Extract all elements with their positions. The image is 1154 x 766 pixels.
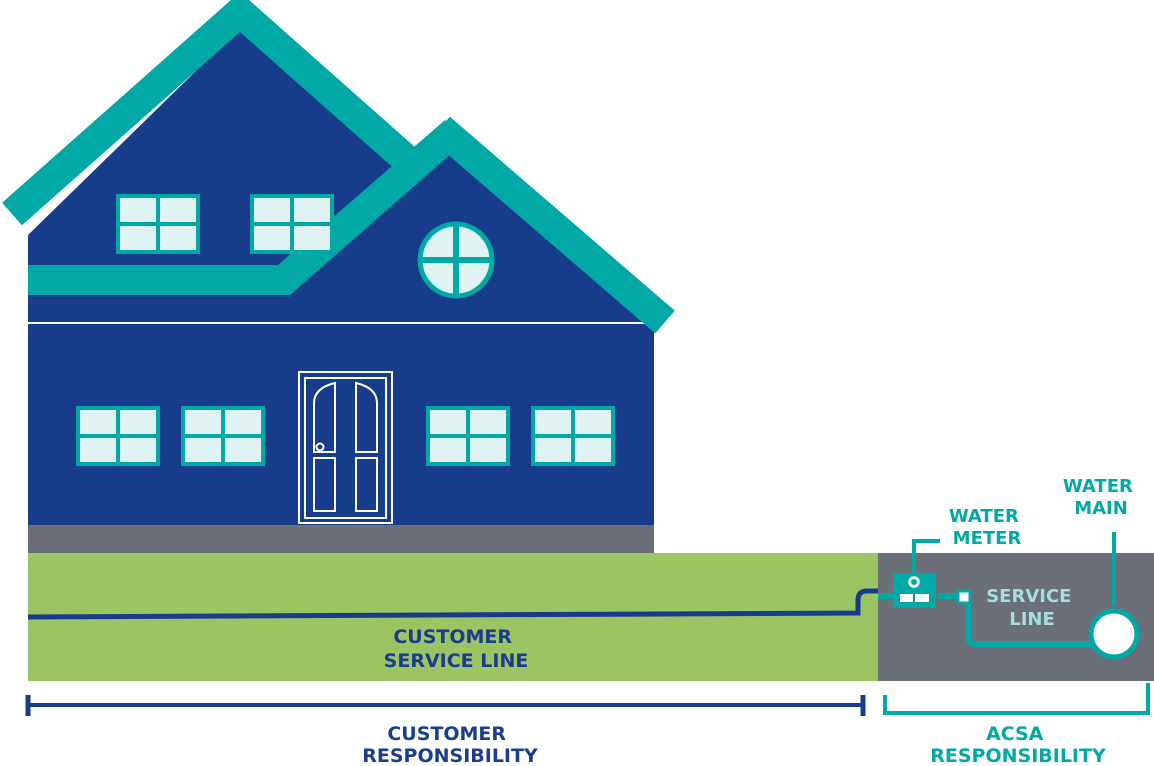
lower-window-4 bbox=[531, 406, 615, 466]
lower-window-3 bbox=[426, 406, 510, 466]
round-window bbox=[417, 221, 495, 299]
eave-band bbox=[28, 120, 467, 295]
main-roof bbox=[2, 0, 426, 226]
house bbox=[2, 0, 675, 525]
front-door bbox=[298, 371, 393, 524]
lower-window-1 bbox=[76, 406, 160, 466]
lower-window-2 bbox=[181, 406, 265, 466]
water-meter-label: WATER METER bbox=[949, 506, 1025, 549]
customer-responsibility-label: CUSTOMER RESPONSIBILITY bbox=[362, 723, 538, 766]
customer-service-line-pipe bbox=[27, 588, 878, 620]
water-meter-icon bbox=[893, 573, 936, 608]
acsa-service-line-label: SERVICE LINE bbox=[986, 586, 1078, 630]
acsa-responsibility-label: ACSA RESPONSIBILITY bbox=[930, 723, 1106, 766]
cross-gable-roof bbox=[430, 116, 675, 334]
customer-service-line-label: CUSTOMER SERVICE LINE bbox=[384, 626, 529, 672]
water-main-icon bbox=[1088, 608, 1140, 660]
foundation-strip bbox=[28, 524, 654, 554]
upper-window-right bbox=[250, 194, 334, 254]
water-meter-pointer bbox=[912, 539, 940, 573]
acsa-responsibility-bracket bbox=[883, 683, 1150, 715]
upper-window-left bbox=[116, 194, 200, 254]
customer-responsibility-bracket bbox=[25, 695, 866, 716]
acsa-service-line-pipe bbox=[878, 589, 1092, 647]
water-main-label: WATER MAIN bbox=[1063, 476, 1139, 519]
